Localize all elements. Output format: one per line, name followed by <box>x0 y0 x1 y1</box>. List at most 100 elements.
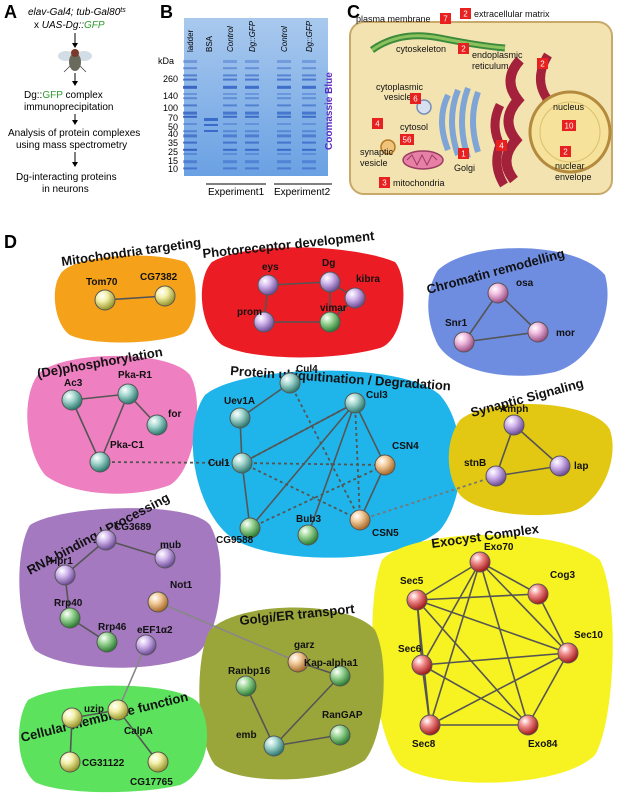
lane-label-3: Dg::GFP <box>248 20 257 52</box>
gel-band <box>204 118 218 121</box>
node-uev1a[interactable] <box>229 407 251 429</box>
flow-arrowhead-2 <box>72 81 78 86</box>
label-rrp40: Rrp40 <box>54 598 83 609</box>
edge <box>495 465 561 477</box>
gel-band <box>277 167 291 170</box>
node-csn5[interactable] <box>349 509 371 531</box>
node-cg3689[interactable] <box>95 529 117 551</box>
node-eys[interactable] <box>257 274 279 296</box>
gel-band <box>302 167 316 170</box>
cluster-blob-golgi <box>199 607 384 780</box>
gel-band <box>204 130 218 132</box>
edge-dotted <box>289 382 361 521</box>
node-cul4[interactable] <box>279 372 301 394</box>
node-cg17765[interactable] <box>147 751 169 773</box>
node-dg[interactable] <box>319 271 341 293</box>
node-ranbp16[interactable] <box>235 675 257 697</box>
edge <box>429 652 569 726</box>
node-kap-alpha1[interactable] <box>329 665 351 687</box>
edge <box>416 599 529 726</box>
edge <box>416 599 569 654</box>
node-pka-c1[interactable] <box>89 451 111 473</box>
cyto-vesicle-count-box <box>410 93 421 104</box>
node-hpr1[interactable] <box>54 564 76 586</box>
gel-band <box>277 153 291 155</box>
node-exo84[interactable] <box>517 714 539 736</box>
gel-band <box>223 130 237 133</box>
kda-label: kDa <box>158 56 174 66</box>
marker-100: 100 <box>163 103 178 113</box>
plasma-membrane-count: 7 <box>443 15 448 24</box>
nucleus-count-box <box>562 120 576 131</box>
node-sec8[interactable] <box>419 714 441 736</box>
node-osa[interactable] <box>487 282 509 304</box>
plasma-membrane-label: plasma membrane <box>356 14 431 24</box>
node-cg31122[interactable] <box>59 751 81 773</box>
node-rangap[interactable] <box>329 724 351 746</box>
node-for[interactable] <box>146 414 168 436</box>
node-sec6[interactable] <box>411 654 433 676</box>
mito-count-box <box>379 177 390 188</box>
ip-step-line-2: immunoprecipitation <box>24 102 114 113</box>
ms-step-line-1: Analysis of protein complexes <box>8 128 140 139</box>
marker-10: 10 <box>168 164 178 174</box>
node-rrp46[interactable] <box>96 631 118 653</box>
node-cg9588[interactable] <box>239 517 261 539</box>
node-pka-r1[interactable] <box>117 383 139 405</box>
node-garz[interactable] <box>287 651 309 673</box>
edge <box>429 561 481 726</box>
node-rrp40[interactable] <box>59 607 81 629</box>
gel-band <box>223 167 237 170</box>
edge <box>157 601 299 663</box>
node-cog3[interactable] <box>527 583 549 605</box>
edge <box>421 664 529 726</box>
node-prom[interactable] <box>253 311 275 333</box>
label-bub3: Bub3 <box>296 514 321 525</box>
node-amph[interactable] <box>503 414 525 436</box>
gel-band <box>277 74 291 77</box>
label-csn4: CSN4 <box>392 441 419 452</box>
node-calpa[interactable] <box>107 699 129 721</box>
node-eef1a2[interactable] <box>135 634 157 656</box>
node-exo70[interactable] <box>469 551 491 573</box>
edge <box>99 393 129 463</box>
node-kibra[interactable] <box>344 287 366 309</box>
node-sec10[interactable] <box>557 642 579 664</box>
node-uzip[interactable] <box>61 707 83 729</box>
node-bub3[interactable] <box>297 524 319 546</box>
gel-band <box>183 74 197 77</box>
er-label-1: endoplasmic <box>472 50 523 60</box>
cyto-vesicle-label-1: cytoplasmic <box>376 82 424 92</box>
node-mor[interactable] <box>527 321 549 343</box>
gel-band <box>245 97 259 100</box>
node-cg7382[interactable] <box>154 285 176 307</box>
label-mor: mor <box>556 328 575 339</box>
gel-band <box>223 85 237 89</box>
label-not1: Not1 <box>170 580 193 591</box>
gel-band <box>183 93 197 95</box>
node-csn4[interactable] <box>374 454 396 476</box>
edge <box>117 644 147 711</box>
gel-band <box>245 160 259 164</box>
node-emb[interactable] <box>263 735 285 757</box>
node-mub[interactable] <box>154 547 176 569</box>
label-amph: Amph <box>500 404 528 415</box>
node-lap[interactable] <box>549 455 571 477</box>
node-cul3[interactable] <box>344 392 366 414</box>
edge <box>245 685 275 747</box>
panel-b-letter: B <box>160 2 173 22</box>
node-snr1[interactable] <box>453 331 475 353</box>
node-vimar[interactable] <box>319 311 341 333</box>
gel-band <box>277 97 291 100</box>
label-dg: Dg <box>322 258 335 269</box>
node-ac3[interactable] <box>61 389 83 411</box>
node-stnb[interactable] <box>485 465 507 487</box>
gel-band <box>302 111 316 115</box>
node-not1[interactable] <box>147 591 169 613</box>
node-cul1[interactable] <box>231 452 253 474</box>
node-tom70[interactable] <box>94 289 116 311</box>
gel-band <box>302 148 316 151</box>
node-sec5[interactable] <box>406 589 428 611</box>
edge <box>421 561 481 666</box>
